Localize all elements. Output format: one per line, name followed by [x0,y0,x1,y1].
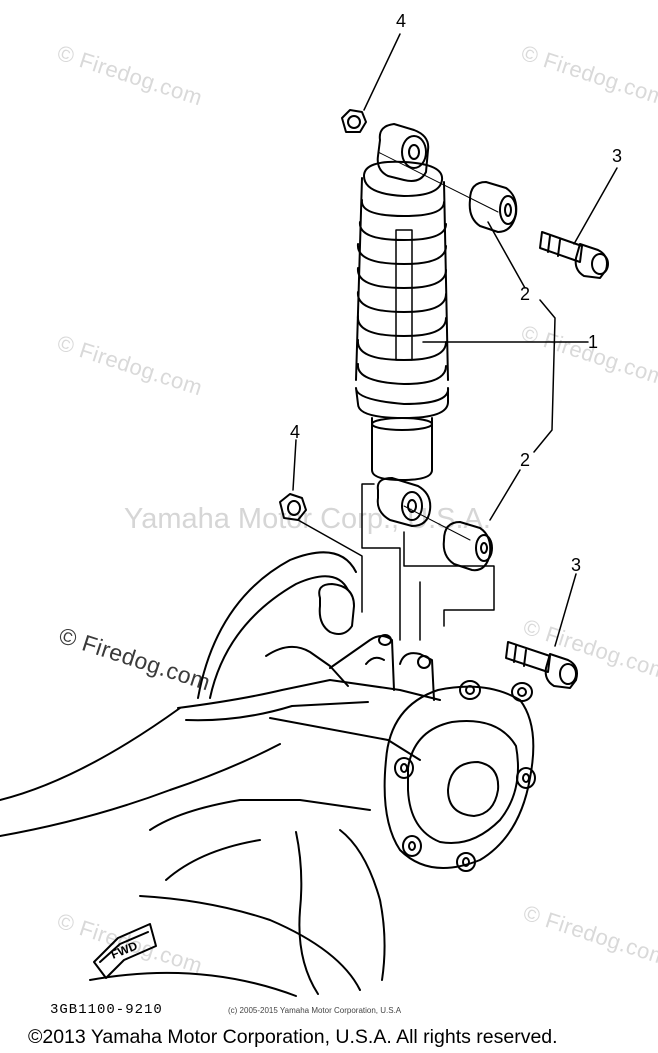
leader-line-bracket [533,299,556,453]
callout-label-4-top: 4 [396,11,407,31]
part-code: 3GB1100-9210 [50,1002,163,1018]
footer-copyright: ©2013 Yamaha Motor Corporation, U.S.A. A… [28,1026,558,1048]
leader-lines [292,33,618,647]
callout-label-1: 1 [588,332,599,352]
leader-line-2-top [487,221,526,289]
shock-spring [355,160,450,419]
callout-label-2-top: 2 [520,284,531,304]
leader-line-2-bottom [489,469,521,521]
nut-bottom [279,493,307,521]
mounting-bracket-lines [297,483,495,641]
collar-top [468,181,518,233]
axis-line-bottom [403,505,471,541]
callout-label-4-bottom: 4 [290,422,301,442]
hub-flange [383,680,536,872]
bolt-bottom [505,641,578,689]
fwd-arrow [93,923,157,979]
bolt-top [539,231,609,279]
small-copyright: (c) 2005-2015 Yamaha Motor Corporation, … [228,1006,402,1015]
shock-eye-top [376,123,430,182]
leader-line-4-bottom [292,439,297,491]
leader-line-3-bottom [554,573,577,647]
axle-housing [0,551,441,997]
leader-line-3-top [573,167,618,245]
shock-body [371,417,433,481]
callout-label-3-bottom: 3 [571,555,582,575]
collar-bottom [442,521,493,572]
nut-top [341,109,367,133]
leader-line-4-top [363,33,401,111]
callout-label-3-top: 3 [612,146,623,166]
callout-label-2-bottom: 2 [520,450,531,470]
shock-eye-bottom [376,477,432,527]
